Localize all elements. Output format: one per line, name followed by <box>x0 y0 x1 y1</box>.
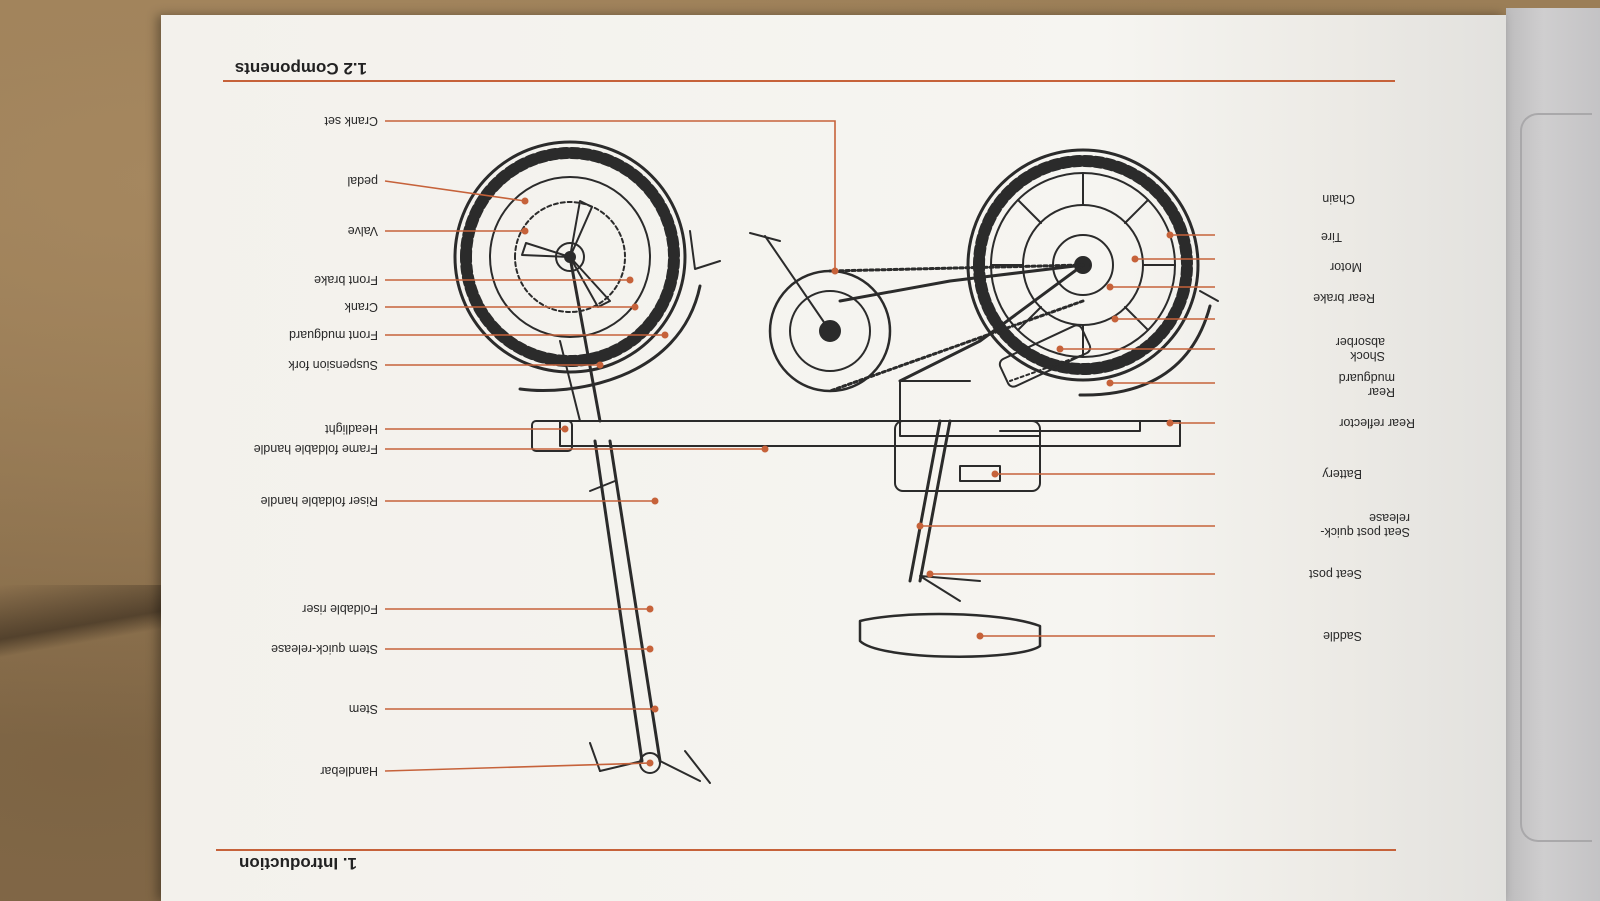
label-front-brake: Front brake <box>314 273 378 287</box>
label-crank-set: Crank set <box>324 114 379 128</box>
manual-page <box>161 15 1506 901</box>
label-saddle: Saddle <box>1323 629 1362 643</box>
label-suspension-fork: Suspension fork <box>288 358 378 372</box>
label-foldable-riser: Foldable riser <box>302 602 378 616</box>
label-stem-quick-release: Stem quick-release <box>271 642 378 656</box>
label-rear-brake: Rear brake <box>1313 291 1375 305</box>
label-headlight: Headlight <box>325 422 378 436</box>
label-pedal: pedal <box>347 174 378 188</box>
label-chain: Chain <box>1322 192 1355 206</box>
label-rear-reflector: Rear reflector <box>1339 416 1415 430</box>
label-battery: Battery <box>1322 467 1362 481</box>
label-valve: Valve <box>347 224 378 238</box>
label-frame-foldable-handle: Frame foldable handle <box>253 442 378 456</box>
label-crank: Crank <box>344 300 378 314</box>
label-seat-post-quick-release: Seat post quick-release <box>1320 511 1410 539</box>
label-seat-post: Seat post <box>1309 567 1362 581</box>
next-page-frame <box>1520 113 1592 842</box>
label-riser-foldable-handle: Riser foldable handle <box>260 494 378 508</box>
label-stem: Stem <box>348 702 378 716</box>
label-rear-mudguard: Rear mudguard <box>1338 371 1395 399</box>
label-handlebar: Handlebar <box>320 764 378 778</box>
label-motor: Motor <box>1330 260 1362 274</box>
label-front-mudguard: Front mudguard <box>289 328 378 342</box>
label-tire: Tire <box>1320 230 1342 244</box>
next-page-edge <box>1506 8 1600 901</box>
cardboard-crease <box>0 585 175 675</box>
label-shock-absorber: Shock absorber <box>1335 335 1385 363</box>
front-wheel <box>453 140 687 374</box>
